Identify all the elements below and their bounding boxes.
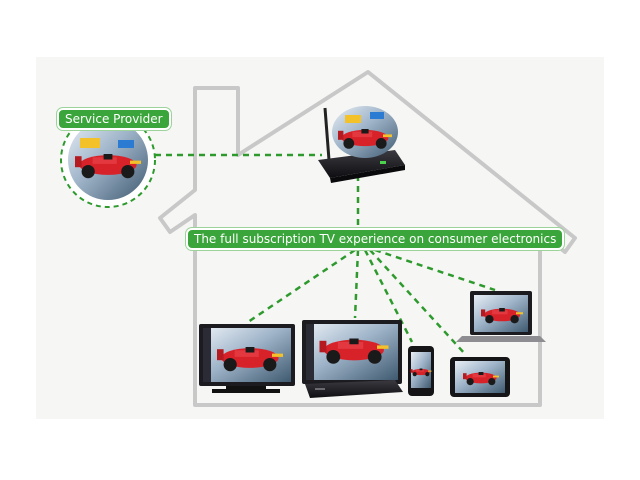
tagline-label: The full subscription TV experience on c… [186,228,565,250]
tv-center [302,320,403,398]
service-provider-label: Service Provider [57,108,171,130]
laptop [456,291,546,342]
tablet [450,357,510,397]
connection-hub-to-tablet [369,249,466,355]
smartphone [408,346,434,396]
connection-hub-to-tv-center [353,249,360,319]
tv-left [199,324,295,393]
set-top-box-icon [318,106,405,183]
connection-hub-to-tv-left [247,248,356,324]
service-provider-node [60,112,156,208]
connection-hub-to-laptop [374,248,496,292]
